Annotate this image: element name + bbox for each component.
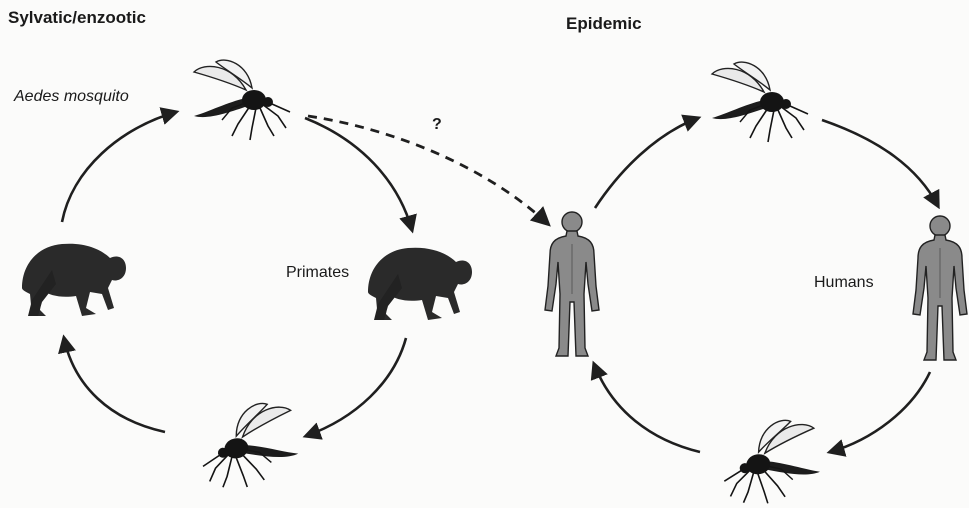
arrow-mosquito-to-human [594, 364, 700, 452]
mosquito-icon [717, 416, 823, 508]
primate-icon [368, 248, 472, 320]
arrow-primate-to-mosquito [62, 112, 176, 222]
arrow-mosquito-to-primate [64, 338, 165, 432]
spillover-question-mark: ? [432, 116, 442, 134]
mosquito-icon [194, 60, 290, 140]
humans-label: Humans [814, 274, 874, 292]
arrow-mosquito-to-humans [822, 120, 938, 206]
arrow-humans-to-mosquito [830, 372, 930, 452]
arrow-mosquito-to-primates [305, 118, 412, 230]
mosquito-icon [194, 399, 302, 494]
mosquito-label: Aedes mosquito [14, 88, 129, 106]
primates-label: Primates [286, 264, 349, 282]
arrow-human-to-mosquito [595, 118, 698, 208]
primate-icon [22, 244, 126, 316]
spillover-dashed-arrow [308, 116, 548, 224]
arrow-primates-to-mosquito [306, 338, 406, 436]
epidemic-title: Epidemic [566, 14, 642, 34]
sylvatic-title: Sylvatic/enzootic [8, 8, 146, 28]
mosquito-icon [712, 62, 808, 142]
human-icon [545, 212, 599, 356]
human-icon [913, 216, 967, 360]
